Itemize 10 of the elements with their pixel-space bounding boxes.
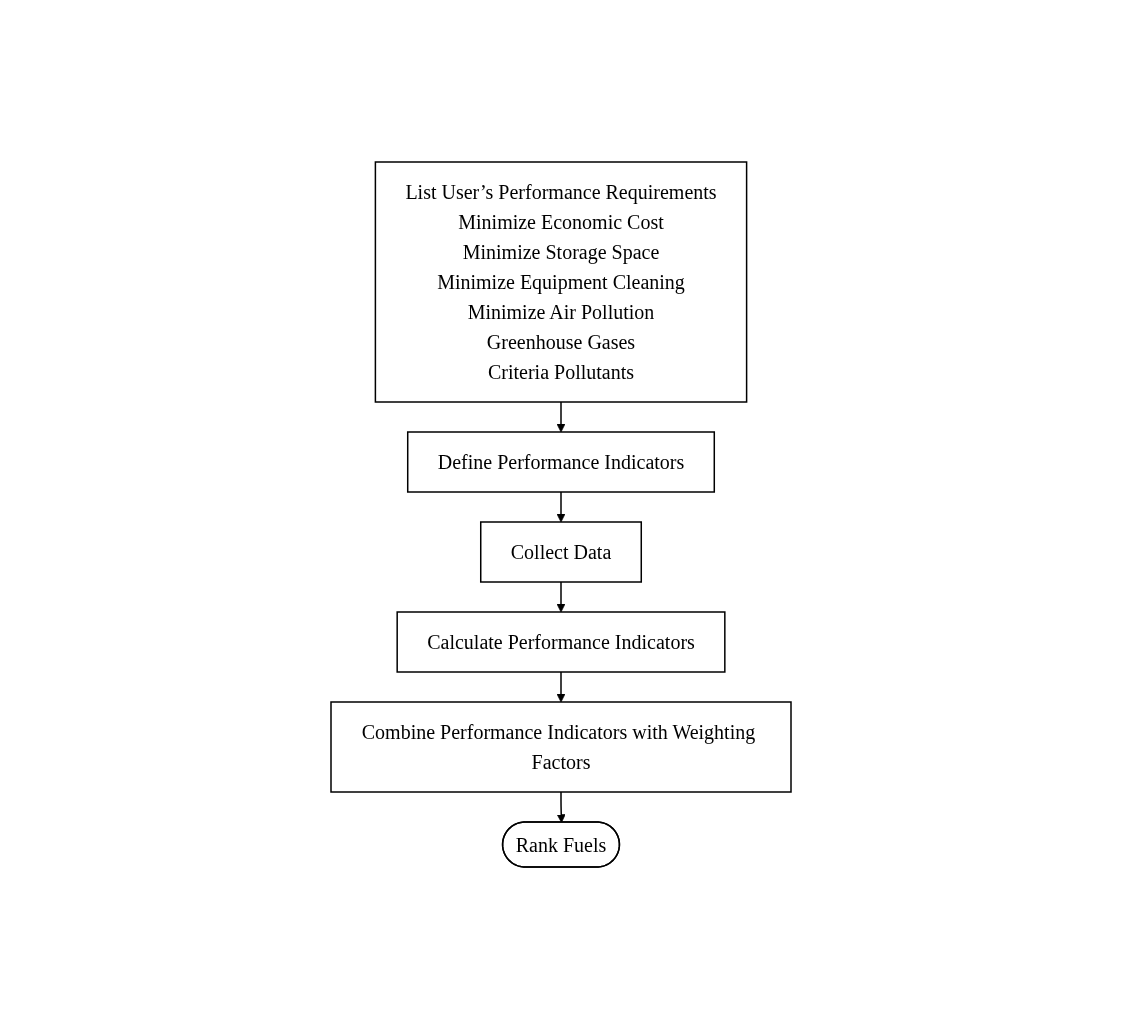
arrow <box>556 400 566 432</box>
node-box: Collect Data <box>480 520 642 583</box>
arrow <box>556 490 566 522</box>
node-box: Define Performance Indicators <box>406 430 716 493</box>
node-box: Combine Performance Indicators with Weighting Factors <box>330 700 792 793</box>
node-box: List User’s Performance Requirements Minimize Economic Cost Minimize Storage Space Minimize Equipment Cleaning Minimize Air Pollution Greenhouse Gases Criteria Pollutants <box>374 160 748 403</box>
node-box: Calculate Performance Indicators <box>396 610 726 673</box>
arrow <box>556 790 566 823</box>
arrow <box>556 580 566 612</box>
arrow <box>556 670 566 702</box>
